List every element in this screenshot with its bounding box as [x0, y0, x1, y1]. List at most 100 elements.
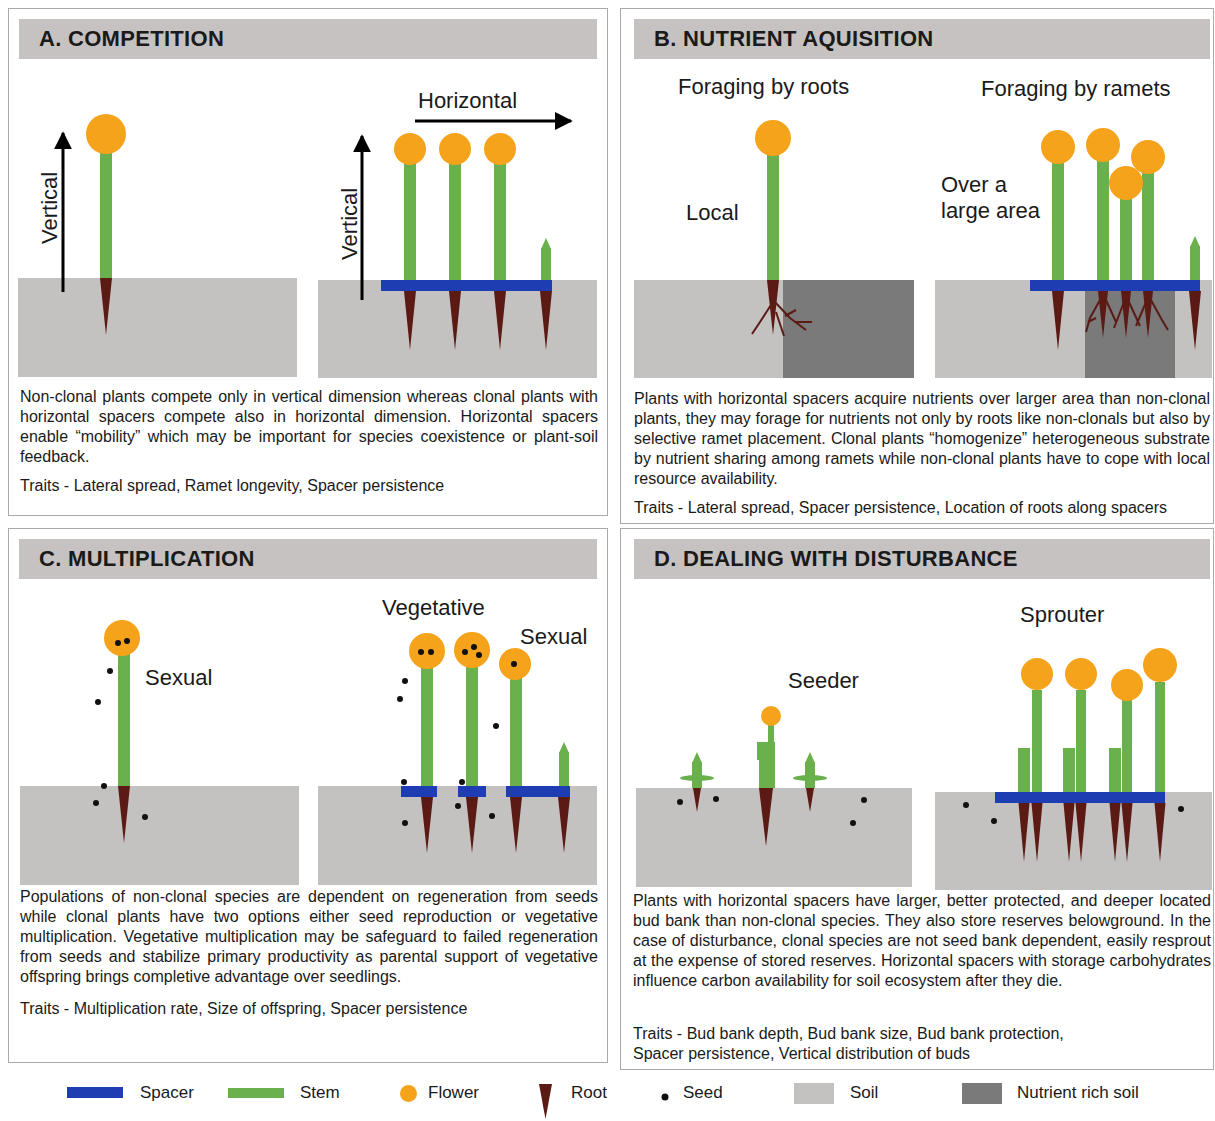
stem: [559, 752, 569, 786]
legend-text: Nutrient rich soil: [1017, 1083, 1139, 1103]
soil: [634, 280, 914, 378]
legend-sample: [67, 1087, 123, 1098]
figure-label: Foraging by roots: [678, 74, 849, 100]
flower: [761, 706, 781, 726]
seed: [991, 818, 997, 824]
traits-line: Traits - Multiplication rate, Size of of…: [20, 999, 598, 1019]
nutrient-rich-soil: [783, 280, 914, 378]
stem: [767, 154, 779, 280]
root: [1052, 291, 1064, 350]
figure-label: Vertical: [37, 172, 63, 244]
stem: [466, 665, 478, 786]
seed: [713, 796, 719, 802]
flower: [86, 114, 126, 154]
root: [449, 291, 461, 350]
root-branch: [795, 321, 812, 323]
legend-swatch: [539, 1084, 552, 1119]
resprout: [1063, 748, 1075, 792]
legend-text: Flower: [428, 1083, 479, 1103]
legend-sample: [794, 1083, 834, 1104]
figure-label: Vertical: [337, 188, 363, 260]
stem: [1097, 160, 1109, 280]
seed: [861, 797, 867, 803]
figure-label: Vegetative: [382, 595, 485, 621]
flower: [484, 133, 516, 165]
root-branch: [752, 305, 771, 334]
legend-text: Seed: [683, 1083, 723, 1103]
shoot-tip: [1190, 236, 1200, 247]
flower: [409, 633, 445, 669]
legend-sample: [228, 1088, 284, 1098]
seed: [459, 779, 465, 785]
seed: [1178, 806, 1184, 812]
panel-box: Plants with horizontal spacers have larg…: [620, 528, 1214, 1070]
seed: [124, 638, 130, 644]
figure-label: Foraging by ramets: [981, 76, 1171, 102]
root: [1032, 803, 1043, 862]
seed: [401, 779, 407, 785]
root: [540, 291, 552, 350]
flower: [1131, 140, 1165, 174]
root: [494, 291, 506, 350]
root: [693, 788, 701, 812]
panel-description: Non-clonal plants compete only in vertic…: [20, 387, 598, 467]
root: [558, 797, 570, 853]
stem: [1122, 700, 1132, 792]
seed: [95, 699, 101, 705]
flower: [1021, 658, 1053, 690]
legend-text: Spacer: [140, 1083, 194, 1103]
seed: [101, 783, 107, 789]
stem: [1120, 198, 1132, 280]
spacer: [381, 280, 552, 291]
soil: [636, 788, 912, 887]
figure-label: Sprouter: [1020, 602, 1104, 628]
legend-text: Stem: [300, 1083, 340, 1103]
seed: [511, 661, 517, 667]
plants: [18, 114, 1212, 890]
spacer: [458, 786, 486, 797]
flower: [454, 632, 490, 668]
traits-line: Traits - Lateral spread, Ramet longevity…: [20, 476, 598, 496]
legend-sample: [661, 1093, 669, 1101]
root: [1121, 291, 1131, 338]
root: [1076, 803, 1087, 862]
traits-line: Traits - Lateral spread, Spacer persiste…: [634, 498, 1210, 518]
seed: [402, 678, 408, 684]
panel-description: Plants with horizontal spacers acquire n…: [634, 389, 1210, 489]
panel-description: Populations of non-clonal species are de…: [20, 887, 598, 987]
leaf: [793, 775, 827, 781]
root: [404, 291, 416, 350]
seed: [493, 723, 499, 729]
shoot-tip: [805, 752, 815, 763]
flower: [1041, 130, 1075, 164]
soil: [318, 280, 597, 378]
root: [118, 786, 130, 843]
spacer: [401, 786, 437, 797]
figure-label: Over a large area: [941, 172, 1059, 224]
root: [759, 788, 773, 846]
panel-heading: A. COMPETITION: [39, 26, 224, 52]
leaf: [680, 775, 714, 781]
seed: [142, 814, 148, 820]
soil: [935, 280, 1212, 378]
legend-swatch: [962, 1083, 1002, 1104]
flower: [1111, 669, 1143, 701]
stem: [421, 666, 433, 786]
header-band: A. COMPETITION: [19, 19, 597, 59]
root-branch: [776, 312, 784, 336]
legend-swatch: [67, 1087, 123, 1098]
root-branch: [1086, 300, 1100, 332]
flower: [439, 133, 471, 165]
seed: [850, 820, 856, 826]
traits-line: Traits - Bud bank depth, Bud bank size, …: [633, 1024, 1103, 1064]
legend-sample: [962, 1083, 1002, 1104]
shoot-tip: [541, 238, 551, 249]
seed: [93, 800, 99, 806]
root: [510, 797, 522, 853]
root: [1110, 803, 1121, 862]
figure-label: Sexual: [145, 665, 212, 691]
legend-sample: [400, 1085, 417, 1102]
stem: [1155, 682, 1165, 792]
flower: [1086, 128, 1120, 162]
header-band: B. NUTRIENT AQUISITION: [634, 19, 1210, 59]
